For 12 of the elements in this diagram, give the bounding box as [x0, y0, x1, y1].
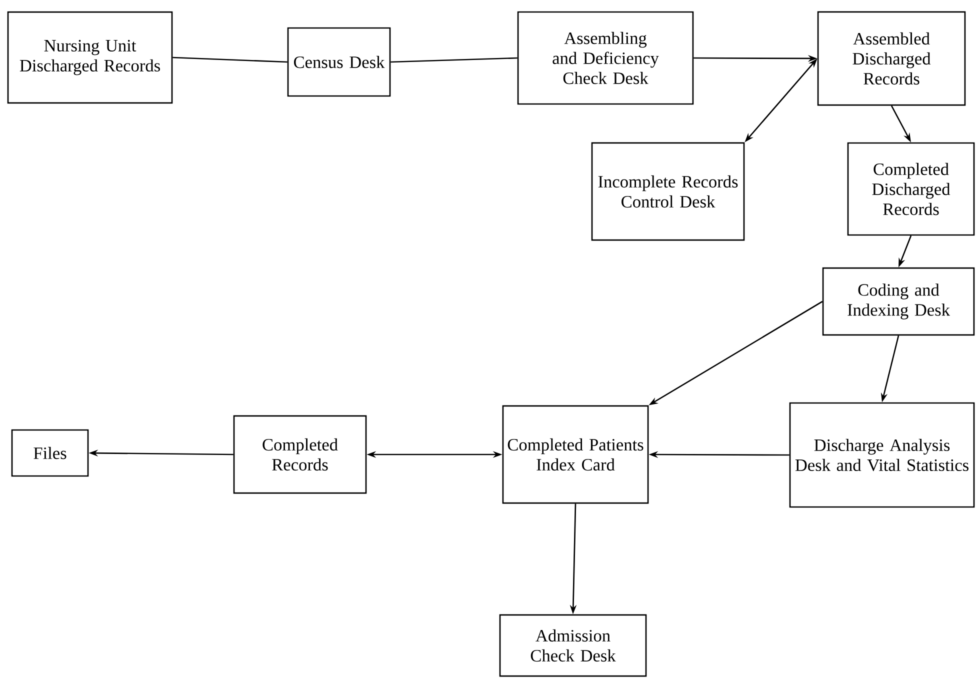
process-box: Assembled Discharged Records	[817, 11, 966, 106]
process-box: Census Desk	[287, 27, 391, 97]
process-box: Completed Records	[233, 415, 367, 494]
process-box: Admission Check Desk	[499, 614, 647, 677]
process-box: Completed Patients Index Card	[502, 405, 649, 504]
process-box: Incomplete Records Control Desk	[591, 142, 745, 241]
process-box: Discharge Analysis Desk and Vital Statistics	[789, 402, 975, 508]
process-box: Coding and Indexing Desk	[822, 267, 975, 336]
process-box: Files	[11, 429, 89, 477]
process-box: Nursing Unit Discharged Records	[7, 11, 173, 104]
process-box: Completed Discharged Records	[847, 142, 975, 236]
process-box: Assembling and Deficiency Check Desk	[517, 11, 694, 105]
